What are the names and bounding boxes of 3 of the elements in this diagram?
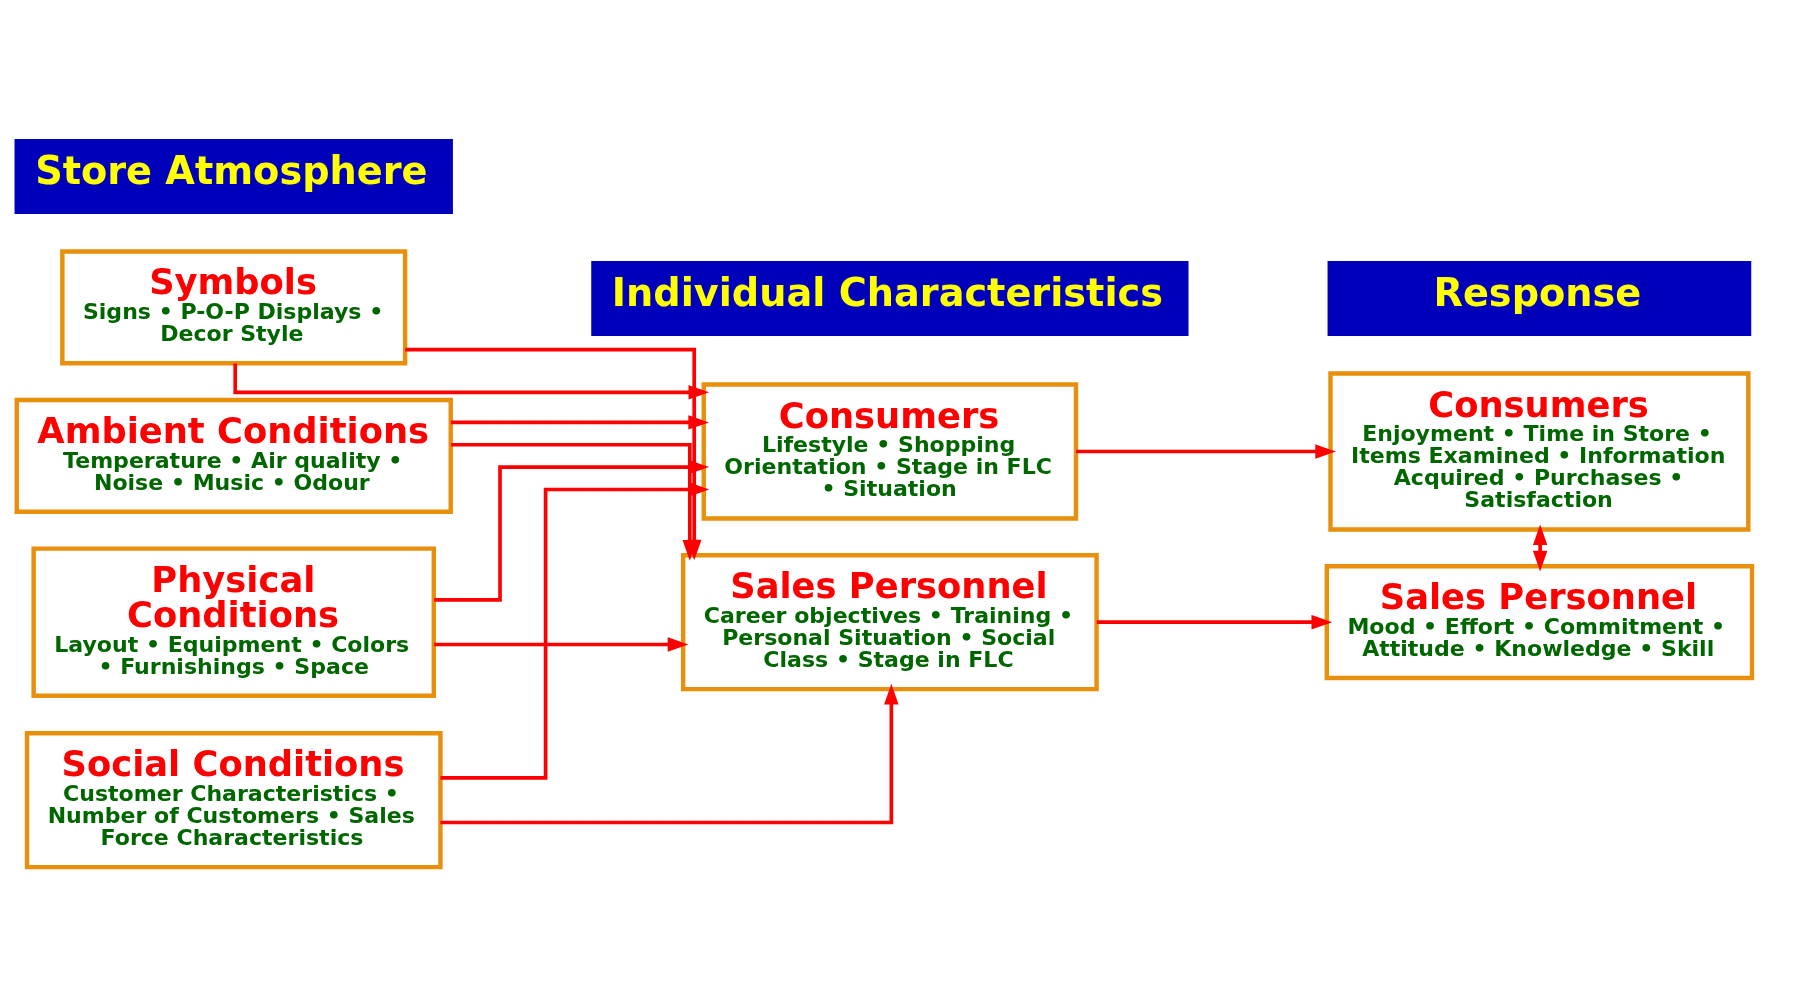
label: Response bbox=[1433, 270, 1642, 316]
label: Individual Characteristics bbox=[611, 270, 1163, 316]
label: Store Atmosphere bbox=[35, 148, 428, 194]
